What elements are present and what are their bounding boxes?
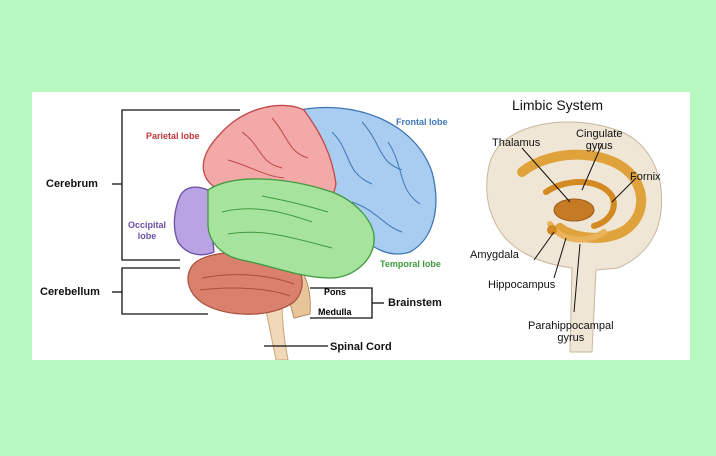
occipital-lobe-label: Occipital lobe bbox=[128, 220, 166, 242]
brain-anatomy-panel: Cerebrum Cerebellum Brainstem Spinal Cor… bbox=[32, 92, 462, 360]
spinal-cord-label: Spinal Cord bbox=[330, 342, 392, 353]
parahippocampal-gyrus-label: Parahippocampal gyrus bbox=[528, 320, 614, 344]
cerebellum-label: Cerebellum bbox=[40, 287, 100, 298]
thalamus-label: Thalamus bbox=[492, 138, 540, 149]
parietal-lobe-label: Parietal lobe bbox=[146, 132, 200, 141]
hippocampus-label: Hippocampus bbox=[488, 280, 555, 291]
amygdala-shape bbox=[547, 225, 557, 235]
thalamus-shape bbox=[554, 199, 594, 221]
temporal-lobe-label: Temporal lobe bbox=[380, 260, 441, 269]
limbic-system-panel: Limbic System Thalamus Cingulate gyrus F… bbox=[462, 92, 690, 360]
brain-lobes-illustration bbox=[32, 92, 462, 360]
medulla-label: Medulla bbox=[318, 308, 352, 317]
fornix-label: Fornix bbox=[630, 172, 661, 183]
cingulate-gyrus-label: Cingulate gyrus bbox=[576, 128, 622, 152]
pons-label: Pons bbox=[324, 288, 346, 297]
brainstem-label: Brainstem bbox=[388, 298, 442, 309]
frontal-lobe-label: Frontal lobe bbox=[396, 118, 448, 127]
cerebrum-label: Cerebrum bbox=[46, 179, 98, 190]
limbic-system-title: Limbic System bbox=[512, 98, 603, 112]
amygdala-label: Amygdala bbox=[470, 250, 519, 261]
